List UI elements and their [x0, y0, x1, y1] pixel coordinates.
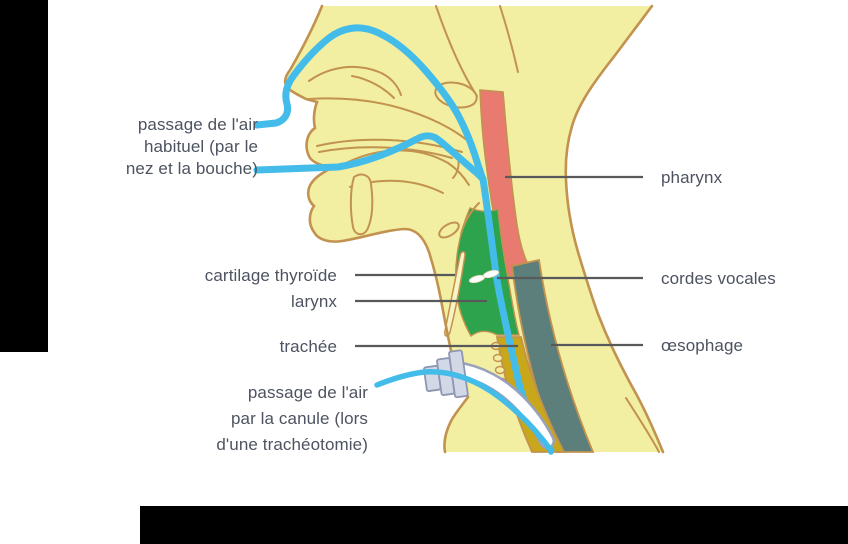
label-larynx: larynx: [291, 292, 337, 311]
tracheotomy-cannula: [374, 349, 555, 455]
airway-nose-path: [253, 24, 487, 183]
page-crop-bar-bottom: [140, 506, 848, 544]
esophagus-band: [511, 258, 595, 453]
label-air-nose-line1: passage de l'air: [137, 115, 258, 134]
cannula-tube-inner: [450, 363, 553, 447]
label-oesophage: œsophage: [661, 336, 744, 355]
page-crop-bar-left: [0, 0, 48, 352]
label-air-nose-line3: nez et la bouche): [125, 159, 258, 178]
leader-lines: [355, 175, 643, 348]
label-air-canule-line3: d'une trachéotomie): [216, 435, 368, 454]
label-air-nose: passage de l'air habituel (par le nez et…: [0, 114, 258, 180]
label-trachee: trachée: [279, 337, 337, 356]
label-air-canule: passage de l'air par la canule (lors d'u…: [0, 380, 368, 458]
label-cartilage-thyroide: cartilage thyroïde: [204, 266, 337, 285]
label-pharynx: pharynx: [661, 168, 723, 187]
airway-cannula-path: [374, 369, 554, 455]
label-air-nose-line2: habituel (par le: [143, 137, 258, 156]
label-air-canule-line1: passage de l'air: [247, 383, 368, 402]
vocal-cords: [468, 269, 500, 284]
airway-mouth-path: [253, 132, 487, 183]
interior-lines: [308, 5, 660, 453]
label-cordes-vocales: cordes vocales: [661, 269, 776, 288]
label-air-canule-line2: par la canule (lors: [230, 409, 368, 428]
